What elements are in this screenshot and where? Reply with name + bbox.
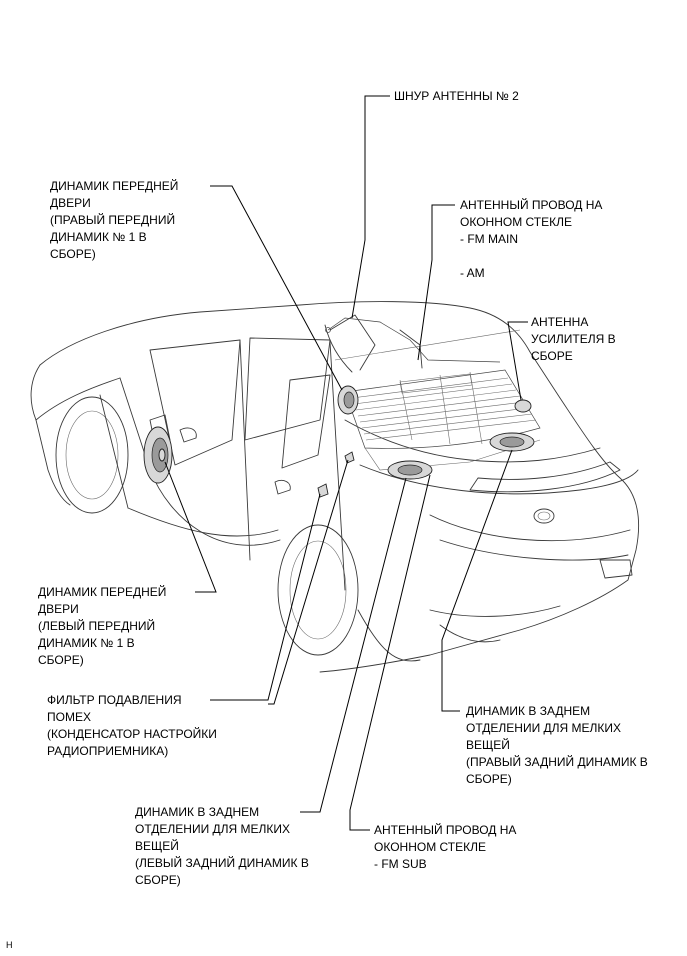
label-line: ДИНАМИК № 1 В xyxy=(38,636,135,650)
label-window-glass-antenna-main: АНТЕННЫЙ ПРОВОД НА ОКОННОМ СТЕКЛЕ - FM M… xyxy=(460,197,602,282)
label-line: ДИНАМИК В ЗАДНЕМ xyxy=(135,805,260,819)
leader-rear-speaker-left xyxy=(300,477,407,813)
leader-amplifier-antenna xyxy=(507,321,528,401)
label-line: АНТЕННА xyxy=(531,315,589,329)
label-line: ДИНАМИК В ЗАДНЕМ xyxy=(466,704,591,718)
leader-window-glass-antenna-main xyxy=(417,204,455,361)
label-line: ШНУР АНТЕННЫ № 2 xyxy=(394,89,519,103)
label-line: ОТДЕЛЕНИИ ДЛЯ МЕЛКИХ xyxy=(135,822,291,836)
label-line: АНТЕННЫЙ ПРОВОД НА xyxy=(374,823,517,837)
label-line: СБОРЕ) xyxy=(50,247,96,261)
leader-lines xyxy=(164,95,528,831)
label-line: АНТЕННЫЙ ПРОВОД НА xyxy=(460,198,603,212)
label-line: (ПРАВЫЙ ПЕРЕДНИЙ xyxy=(50,213,176,227)
label-front-door-speaker-right: ДИНАМИК ПЕРЕДНЕЙ ДВЕРИ (ПРАВЫЙ ПЕРЕДНИЙ … xyxy=(50,178,178,263)
label-line: ДВЕРИ xyxy=(38,602,79,616)
label-rear-speaker-right: ДИНАМИК В ЗАДНЕМ ОТДЕЛЕНИИ ДЛЯ МЕЛКИХ ВЕ… xyxy=(466,703,648,788)
label-front-door-speaker-left: ДИНАМИК ПЕРЕДНЕЙ ДВЕРИ (ЛЕВЫЙ ПЕРЕДНИЙ Д… xyxy=(38,584,166,669)
label-line: ФИЛЬТР ПОДАВЛЕНИЯ xyxy=(47,693,182,707)
corner-mark: H xyxy=(6,940,13,950)
label-line: СБОРЕ) xyxy=(38,653,84,667)
label-amplifier-antenna: АНТЕННА УСИЛИТЕЛЯ В СБОРЕ xyxy=(531,314,616,365)
label-line: СБОРЕ) xyxy=(466,772,512,786)
label-window-glass-antenna-sub: АНТЕННЫЙ ПРОВОД НА ОКОННОМ СТЕКЛЕ - FM S… xyxy=(374,822,516,873)
leader-noise-filter-1 xyxy=(210,493,321,701)
label-rear-speaker-left: ДИНАМИК В ЗАДНЕМ ОТДЕЛЕНИИ ДЛЯ МЕЛКИХ ВЕ… xyxy=(135,804,309,889)
label-line: - FM MAIN xyxy=(460,232,518,246)
leader-rear-speaker-right xyxy=(441,449,513,712)
label-line: (ЛЕВЫЙ ЗАДНИЙ ДИНАМИК В xyxy=(135,856,309,870)
label-line: ДИНАМИК № 1 В xyxy=(50,230,147,244)
label-line: - FM SUB xyxy=(374,857,427,871)
label-line: (КОНДЕНСАТОР НАСТРОЙКИ xyxy=(47,727,217,741)
leader-front-door-speaker-left xyxy=(164,461,217,593)
label-line: - AM xyxy=(460,266,485,280)
label-line: СБОРЕ) xyxy=(135,873,181,887)
label-line: ВЕЩЕЙ xyxy=(466,738,510,752)
leader-window-glass-antenna-sub xyxy=(349,474,431,831)
label-line: ПОМЕХ xyxy=(47,710,91,724)
label-line: (ЛЕВЫЙ ПЕРЕДНИЙ xyxy=(38,619,156,633)
label-line: ОКОННОМ СТЕКЛЕ xyxy=(374,840,486,854)
label-line: СБОРЕ xyxy=(531,349,573,363)
label-gap xyxy=(460,248,602,265)
label-noise-filter: ФИЛЬТР ПОДАВЛЕНИЯ ПОМЕХ (КОНДЕНСАТОР НАС… xyxy=(47,692,217,760)
leader-front-door-speaker-right xyxy=(210,185,343,391)
label-line: ДВЕРИ xyxy=(50,196,91,210)
label-line: ВЕЩЕЙ xyxy=(135,839,179,853)
label-line: (ПРАВЫЙ ЗАДНИЙ ДИНАМИК В xyxy=(466,755,648,769)
label-line: ДИНАМИК ПЕРЕДНЕЙ xyxy=(38,585,167,599)
label-line: ДИНАМИК ПЕРЕДНЕЙ xyxy=(50,179,179,193)
label-line: РАДИОПРИЕМНИКА) xyxy=(47,744,169,758)
label-line: УСИЛИТЕЛЯ В xyxy=(531,332,616,346)
label-line: ОТДЕЛЕНИИ ДЛЯ МЕЛКИХ xyxy=(466,721,622,735)
label-line: ОКОННОМ СТЕКЛЕ xyxy=(460,215,572,229)
leader-noise-filter-2 xyxy=(268,459,349,705)
label-antenna-cord-2: ШНУР АНТЕННЫ № 2 xyxy=(394,88,519,105)
leader-antenna-cord-2 xyxy=(351,95,390,319)
